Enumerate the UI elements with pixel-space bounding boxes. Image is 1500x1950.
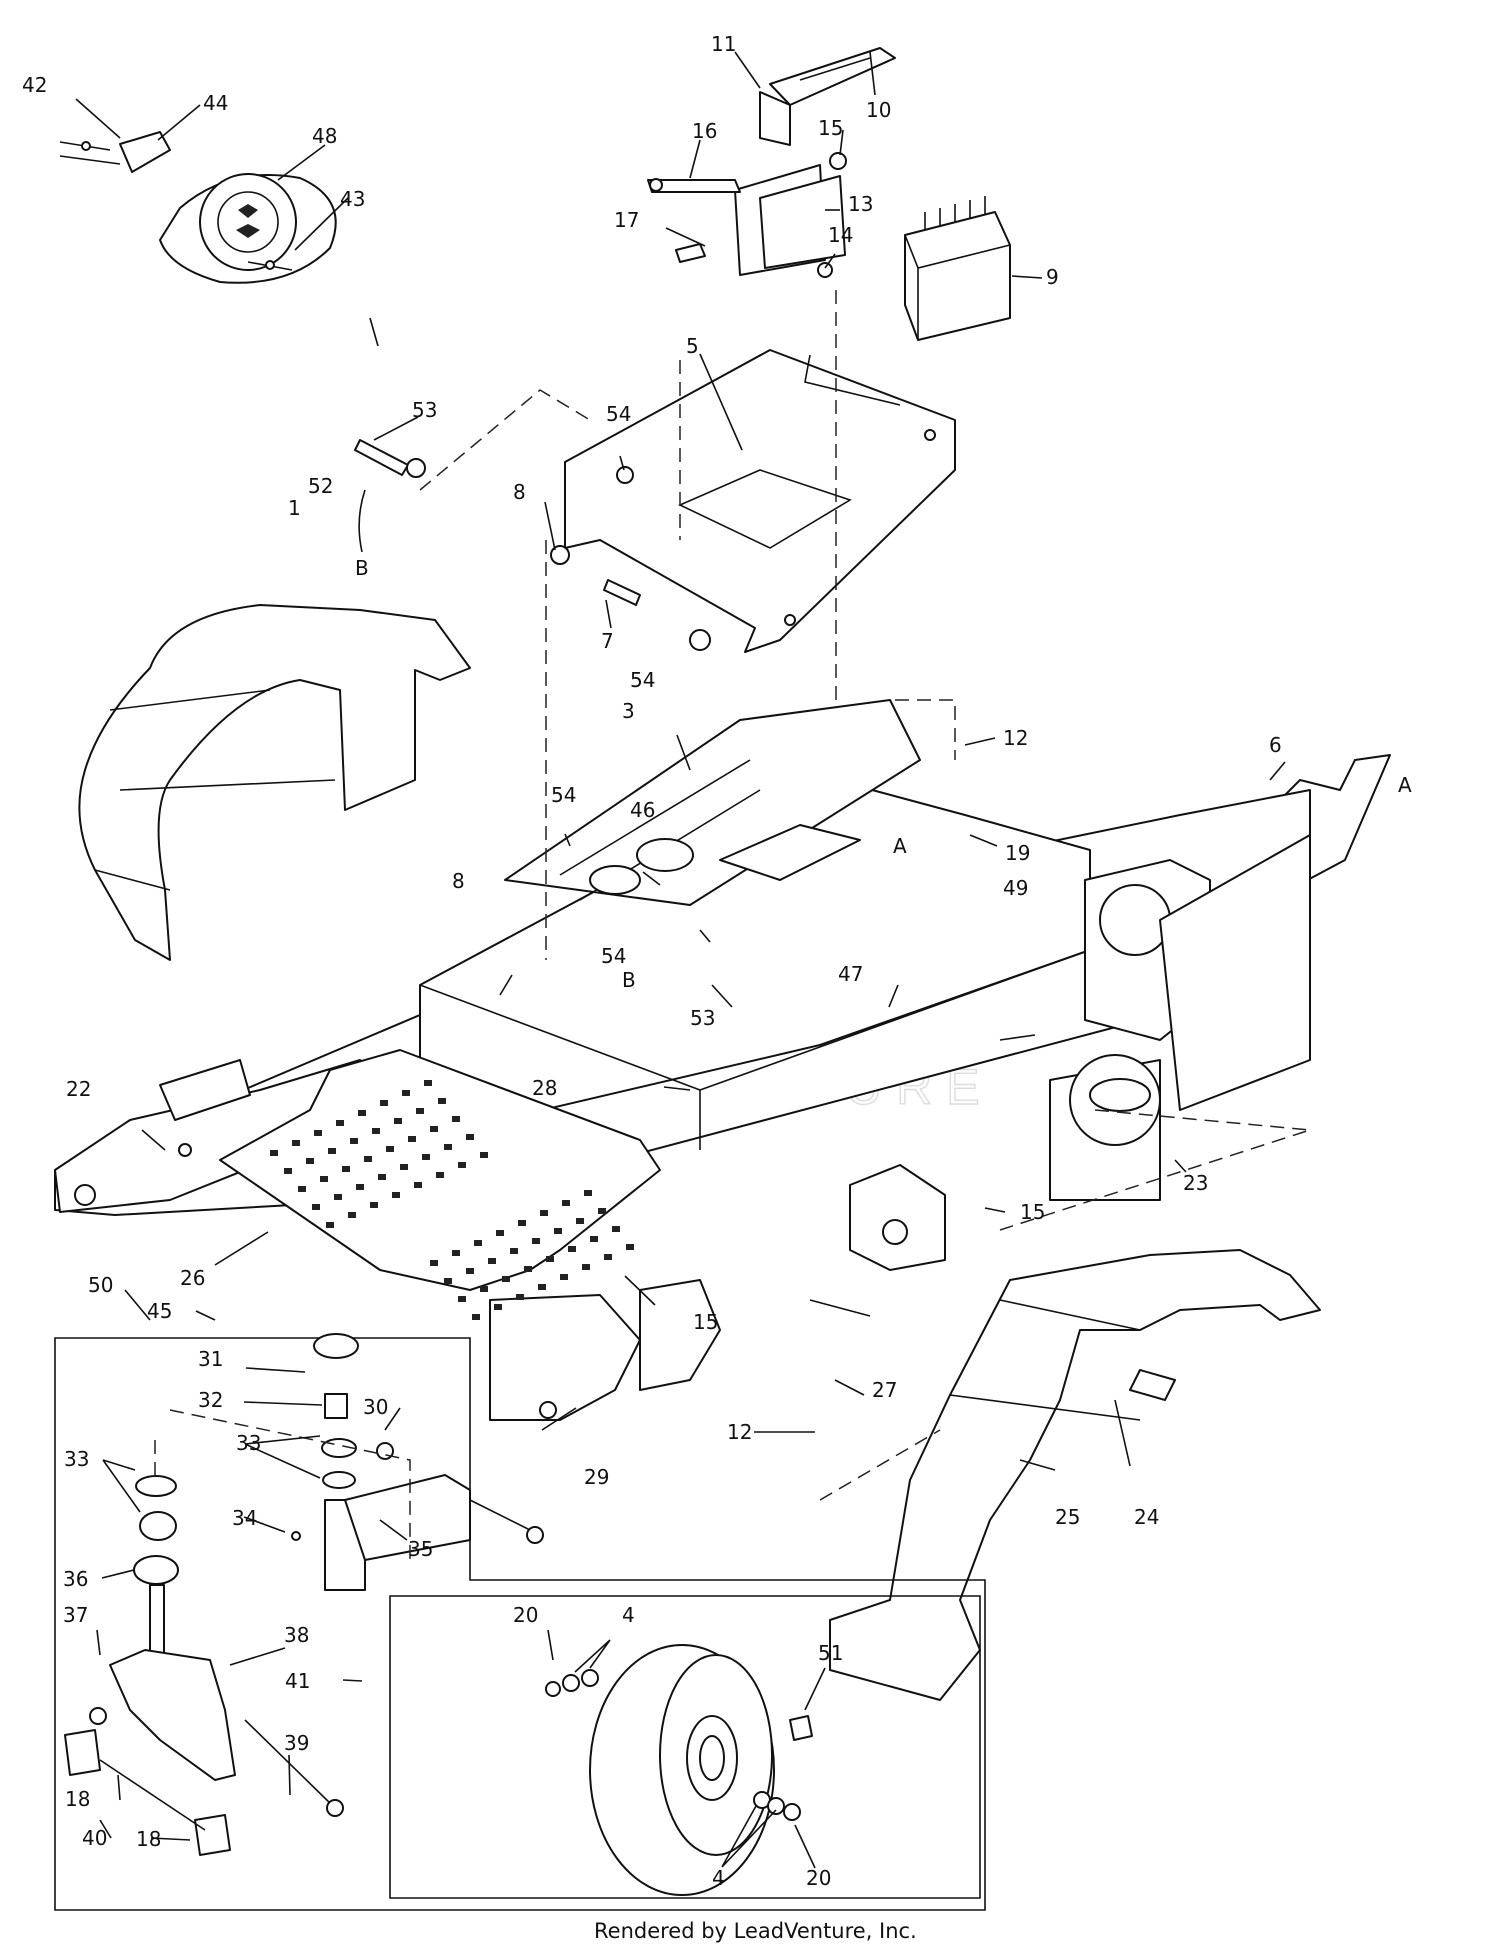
callout-33-upper: 33 <box>236 1431 261 1455</box>
callout-40: 40 <box>82 1826 107 1850</box>
callout-28: 28 <box>532 1076 557 1100</box>
callout-16: 16 <box>692 119 717 143</box>
callout-53-top: 53 <box>412 398 437 422</box>
callout-51: 51 <box>818 1641 843 1665</box>
callout-19: 19 <box>1005 841 1030 865</box>
leader-lines <box>75 51 1286 1869</box>
callout-29: 29 <box>584 1465 609 1489</box>
callout-18-right: 18 <box>136 1827 161 1851</box>
wheel-box <box>389 1595 981 1899</box>
foot-pad-holes <box>270 1080 634 1320</box>
caster-box <box>54 1337 986 1911</box>
callout-7: 7 <box>601 629 614 653</box>
callout-54-mid: 54 <box>630 668 655 692</box>
callout-10: 10 <box>866 98 891 122</box>
callout-48: 48 <box>312 124 337 148</box>
callout-33-left: 33 <box>64 1447 89 1471</box>
callout-4-top: 4 <box>622 1603 635 1627</box>
callout-20-low: 20 <box>806 1866 831 1890</box>
left-fender <box>78 604 471 961</box>
hardware-upper <box>354 439 711 651</box>
callout-15-right: 15 <box>1020 1200 1045 1224</box>
callout-35: 35 <box>408 1537 433 1561</box>
callout-22: 22 <box>66 1077 91 1101</box>
callout-8-top: 8 <box>513 480 526 504</box>
callout-24: 24 <box>1134 1505 1159 1529</box>
callout-36: 36 <box>63 1567 88 1591</box>
callout-42: 42 <box>22 73 47 97</box>
callout-49: 49 <box>1003 876 1028 900</box>
callout-54-low: 54 <box>601 944 626 968</box>
callout-1: 1 <box>288 496 301 520</box>
callout-20-top: 20 <box>513 1603 538 1627</box>
callout-52: 52 <box>308 474 333 498</box>
callout-B-top: B <box>355 556 369 580</box>
callout-38: 38 <box>284 1623 309 1647</box>
callout-26: 26 <box>180 1266 205 1290</box>
callout-27: 27 <box>872 1378 897 1402</box>
callout-17: 17 <box>614 208 639 232</box>
control-panel-plate <box>564 349 956 653</box>
callout-54-top: 54 <box>606 402 631 426</box>
callout-53-low: 53 <box>690 1006 715 1030</box>
main-frame <box>54 699 1311 1421</box>
callout-25: 25 <box>1055 1505 1080 1529</box>
callout-54-left: 54 <box>551 783 576 807</box>
callout-18-left: 18 <box>65 1787 90 1811</box>
callout-12-low: 12 <box>727 1420 752 1444</box>
callout-37: 37 <box>63 1603 88 1627</box>
callout-43: 43 <box>340 187 365 211</box>
callout-46: 46 <box>630 798 655 822</box>
callout-6: 6 <box>1269 733 1282 757</box>
callout-14: 14 <box>828 223 853 247</box>
seat-bracket-assembly <box>647 47 896 278</box>
callout-31: 31 <box>198 1347 223 1371</box>
callout-50: 50 <box>88 1273 113 1297</box>
fan-guard-assembly <box>59 131 337 284</box>
callout-45: 45 <box>147 1299 172 1323</box>
callout-15: 15 <box>818 116 843 140</box>
callout-23: 23 <box>1183 1171 1208 1195</box>
callout-4-low: 4 <box>712 1866 725 1890</box>
callout-44: 44 <box>203 91 228 115</box>
footer-credit: Rendered by LeadVenture, Inc. <box>594 1919 917 1943</box>
callout-39: 39 <box>284 1731 309 1755</box>
callout-labels: 42 44 48 43 11 10 15 16 13 17 14 9 5 53 … <box>22 32 1412 1890</box>
wheel-assembly <box>545 1644 813 1896</box>
caster-parts <box>64 1333 544 1856</box>
callout-47: 47 <box>838 962 863 986</box>
callout-9: 9 <box>1046 265 1059 289</box>
assembly-lines <box>154 290 1311 1560</box>
callout-41: 41 <box>285 1669 310 1693</box>
callout-B-low: B <box>622 968 636 992</box>
callout-A-mid: A <box>893 834 907 858</box>
battery <box>904 196 1011 341</box>
callout-12-top: 12 <box>1003 726 1028 750</box>
callout-13: 13 <box>848 192 873 216</box>
callout-30: 30 <box>363 1395 388 1419</box>
callout-32: 32 <box>198 1388 223 1412</box>
callout-34: 34 <box>232 1506 257 1530</box>
callout-15-left: 15 <box>693 1310 718 1334</box>
right-fender <box>829 1249 1321 1701</box>
callout-3: 3 <box>622 699 635 723</box>
callout-11: 11 <box>711 32 736 56</box>
callout-A-right: A <box>1398 773 1412 797</box>
callout-5: 5 <box>686 334 699 358</box>
callout-8-left: 8 <box>452 869 465 893</box>
